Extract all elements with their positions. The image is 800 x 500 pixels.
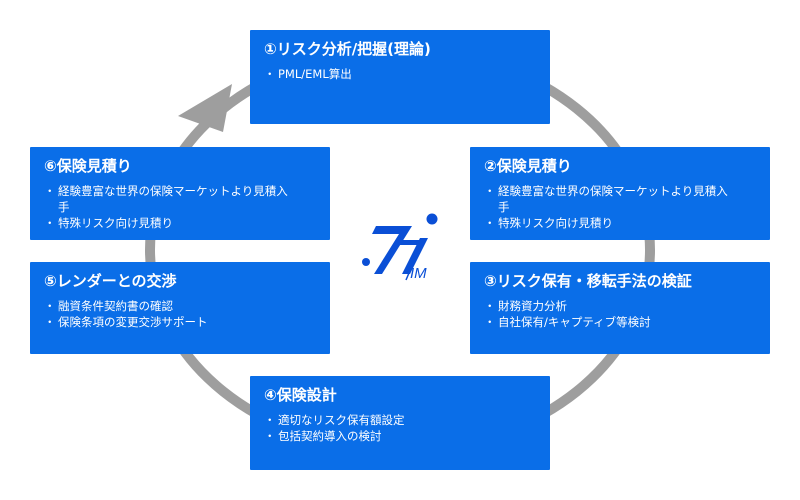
logo-mark-icon [362,213,438,274]
step-item: 特殊リスク向け見積り [44,215,316,231]
step-item: 融資条件契約書の確認 [44,298,316,314]
step-4-insurance-design: ④保険設計 適切なリスク保有額設定 包括契約導入の検討 [250,376,550,470]
step-item: 経験豊富な世界の保険マーケットより見積入手 [44,183,298,215]
step-title: ①リスク分析/把握(理論) [264,40,431,58]
step-item: 自社保有/キャプティブ等検討 [484,314,756,330]
company-logo: IM [362,213,438,282]
step-item: PML/EML算出 [264,66,536,82]
step-title: ③リスク保有・移転手法の検証 [484,272,692,290]
step-item: 保険条項の変更交渉サポート [44,314,316,330]
step-6-insurance-quote: ⑥保険見積り 経験豊富な世界の保険マーケットより見積入手 特殊リスク向け見積り [30,147,330,240]
step-item: 特殊リスク向け見積り [484,215,756,231]
step-items: PML/EML算出 [264,66,536,82]
step-5-lender-negotiation: ⑤レンダーとの交渉 融資条件契約書の確認 保険条項の変更交渉サポート [30,262,330,354]
step-title: ④保険設計 [264,386,337,404]
step-title: ⑥保険見積り [44,157,132,175]
step-items: 経験豊富な世界の保険マーケットより見積入手 特殊リスク向け見積り [44,183,316,231]
cycle-arrowhead-icon [178,84,232,132]
step-items: 融資条件契約書の確認 保険条項の変更交渉サポート [44,298,316,330]
step-title: ⑤レンダーとの交渉 [44,272,177,290]
step-items: 経験豊富な世界の保険マーケットより見積入手 特殊リスク向け見積り [484,183,756,231]
step-item: 包括契約導入の検討 [264,428,536,444]
step-2-insurance-quote: ②保険見積り 経験豊富な世界の保険マーケットより見積入手 特殊リスク向け見積り [470,147,770,240]
step-3-risk-retention-transfer: ③リスク保有・移転手法の検証 財務資力分析 自社保有/キャプティブ等検討 [470,262,770,354]
step-item: 財務資力分析 [484,298,756,314]
step-items: 財務資力分析 自社保有/キャプティブ等検討 [484,298,756,330]
step-items: 適切なリスク保有額設定 包括契約導入の検討 [264,412,536,444]
step-title: ②保険見積り [484,157,572,175]
step-1-risk-analysis: ①リスク分析/把握(理論) PML/EML算出 [250,30,550,124]
logo-text: IM [410,265,427,282]
step-item: 経験豊富な世界の保険マーケットより見積入手 [484,183,738,215]
step-item: 適切なリスク保有額設定 [264,412,536,428]
